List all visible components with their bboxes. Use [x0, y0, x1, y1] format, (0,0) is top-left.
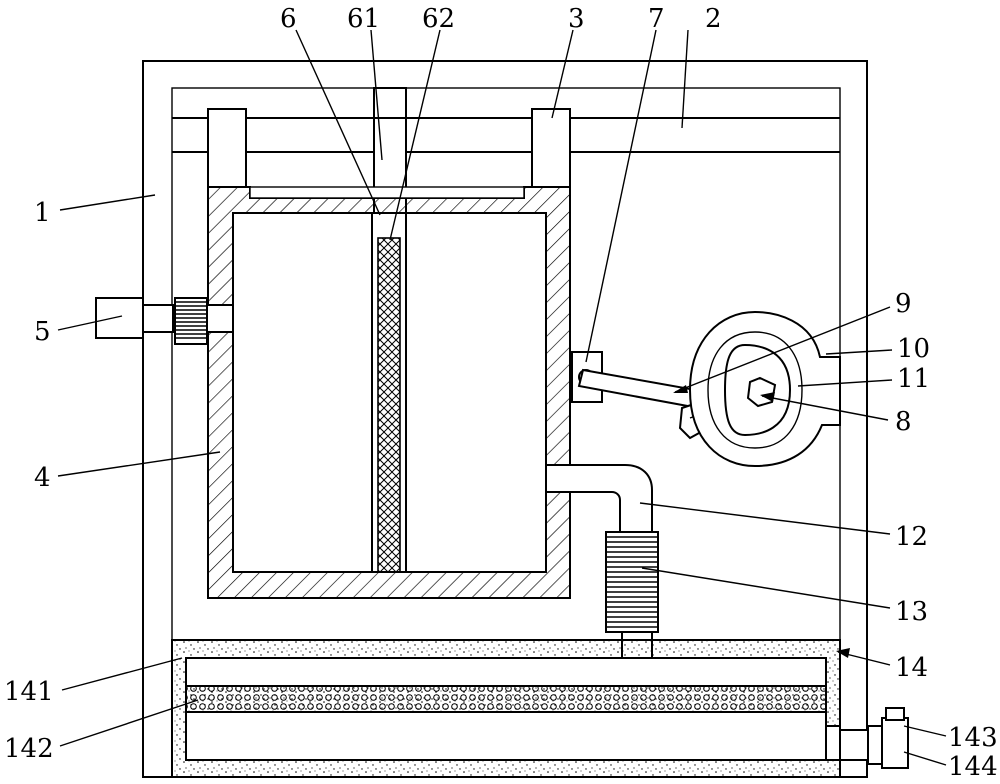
label-141: 141 — [4, 677, 54, 707]
label-9: 9 — [895, 289, 912, 319]
label-1: 1 — [34, 198, 51, 228]
label-4: 4 — [34, 463, 51, 493]
inlet-pipe — [95, 297, 234, 345]
lower-plate — [185, 711, 827, 761]
upper-plate — [185, 657, 827, 687]
filter-mesh-layer — [185, 685, 827, 713]
drain-valve — [839, 707, 909, 769]
label-10: 10 — [897, 334, 930, 364]
label-2: 2 — [705, 4, 722, 34]
label-61: 61 — [347, 4, 380, 34]
inlet-bellows — [174, 297, 208, 345]
label-62: 62 — [422, 4, 455, 34]
label-7: 7 — [648, 4, 665, 34]
label-144: 144 — [948, 752, 998, 782]
cam-wheel — [746, 376, 777, 408]
label-12: 12 — [895, 522, 928, 552]
filter-strip — [377, 237, 401, 573]
label-5: 5 — [34, 317, 51, 347]
rail-sliders — [207, 108, 571, 188]
label-11: 11 — [897, 364, 930, 394]
label-14: 14 — [895, 653, 928, 683]
divider-plate — [371, 213, 407, 573]
leader-lines — [57, 29, 947, 766]
label-142: 142 — [4, 734, 54, 764]
label-8: 8 — [895, 407, 912, 437]
cam-housing — [688, 310, 841, 468]
label-3: 3 — [568, 4, 585, 34]
part-labels: 1 2 3 4 5 6 61 62 7 8 9 10 11 12 13 14 1… — [4, 4, 998, 782]
top-rail — [172, 87, 840, 153]
label-143: 143 — [948, 723, 998, 753]
label-13: 13 — [895, 597, 928, 627]
label-6: 6 — [280, 4, 297, 34]
filter-tank — [171, 639, 841, 778]
